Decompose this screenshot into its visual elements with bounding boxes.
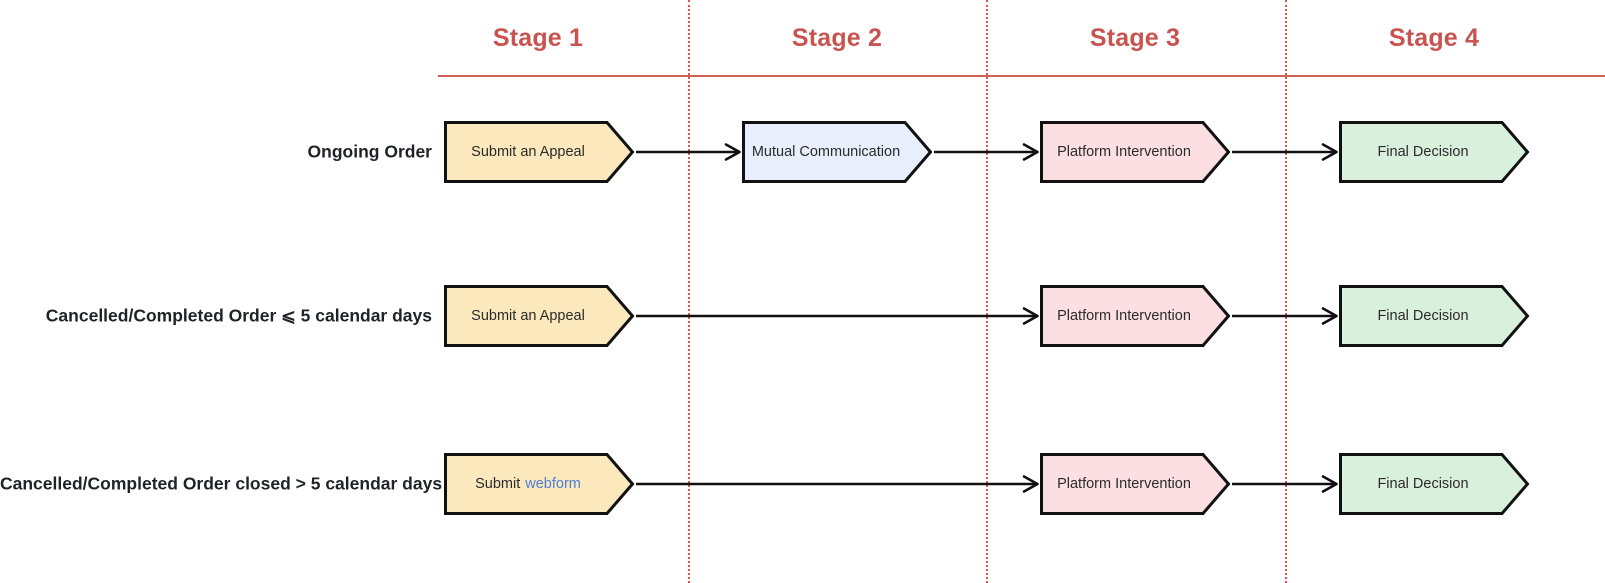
row-label-1: Ongoing Order <box>307 141 432 162</box>
row-label-2: Cancelled/Completed Order ⩽ 5 calendar d… <box>45 305 432 326</box>
node-r3-stage3[interactable]: Platform Intervention <box>1040 453 1231 515</box>
connector-arrow-r3-1 <box>636 475 1039 493</box>
node-r3-stage1[interactable]: Submit webform <box>444 453 635 515</box>
connector-arrow-r2-2 <box>1232 307 1338 325</box>
stage-divider-1 <box>688 0 690 583</box>
node-r2-stage3[interactable]: Platform Intervention <box>1040 285 1231 347</box>
stage-divider-2 <box>986 0 988 583</box>
stage-header-2: Stage 2 <box>791 24 883 52</box>
stage-header-4: Stage 4 <box>1388 24 1480 52</box>
node-r2-stage4[interactable]: Final Decision <box>1339 285 1530 347</box>
node-r1-stage4[interactable]: Final Decision <box>1339 121 1530 183</box>
node-r1-stage2[interactable]: Mutual Communication <box>742 121 933 183</box>
connector-arrow-r1-3 <box>1232 143 1338 161</box>
stage-header-1: Stage 1 <box>492 24 584 52</box>
connector-arrow-r2-1 <box>636 307 1039 325</box>
stage-header-3: Stage 3 <box>1089 24 1181 52</box>
connector-arrow-r1-1 <box>636 143 741 161</box>
node-r1-stage3[interactable]: Platform Intervention <box>1040 121 1231 183</box>
stage-header-rule <box>438 75 1605 77</box>
node-r1-stage1[interactable]: Submit an Appeal <box>444 121 635 183</box>
connector-arrow-r3-2 <box>1232 475 1338 493</box>
node-r2-stage1[interactable]: Submit an Appeal <box>444 285 635 347</box>
row-label-3: Cancelled/Completed Order closed > 5 cal… <box>0 473 443 494</box>
stage-divider-3 <box>1285 0 1287 583</box>
connector-arrow-r1-2 <box>934 143 1039 161</box>
node-r3-stage4[interactable]: Final Decision <box>1339 453 1530 515</box>
